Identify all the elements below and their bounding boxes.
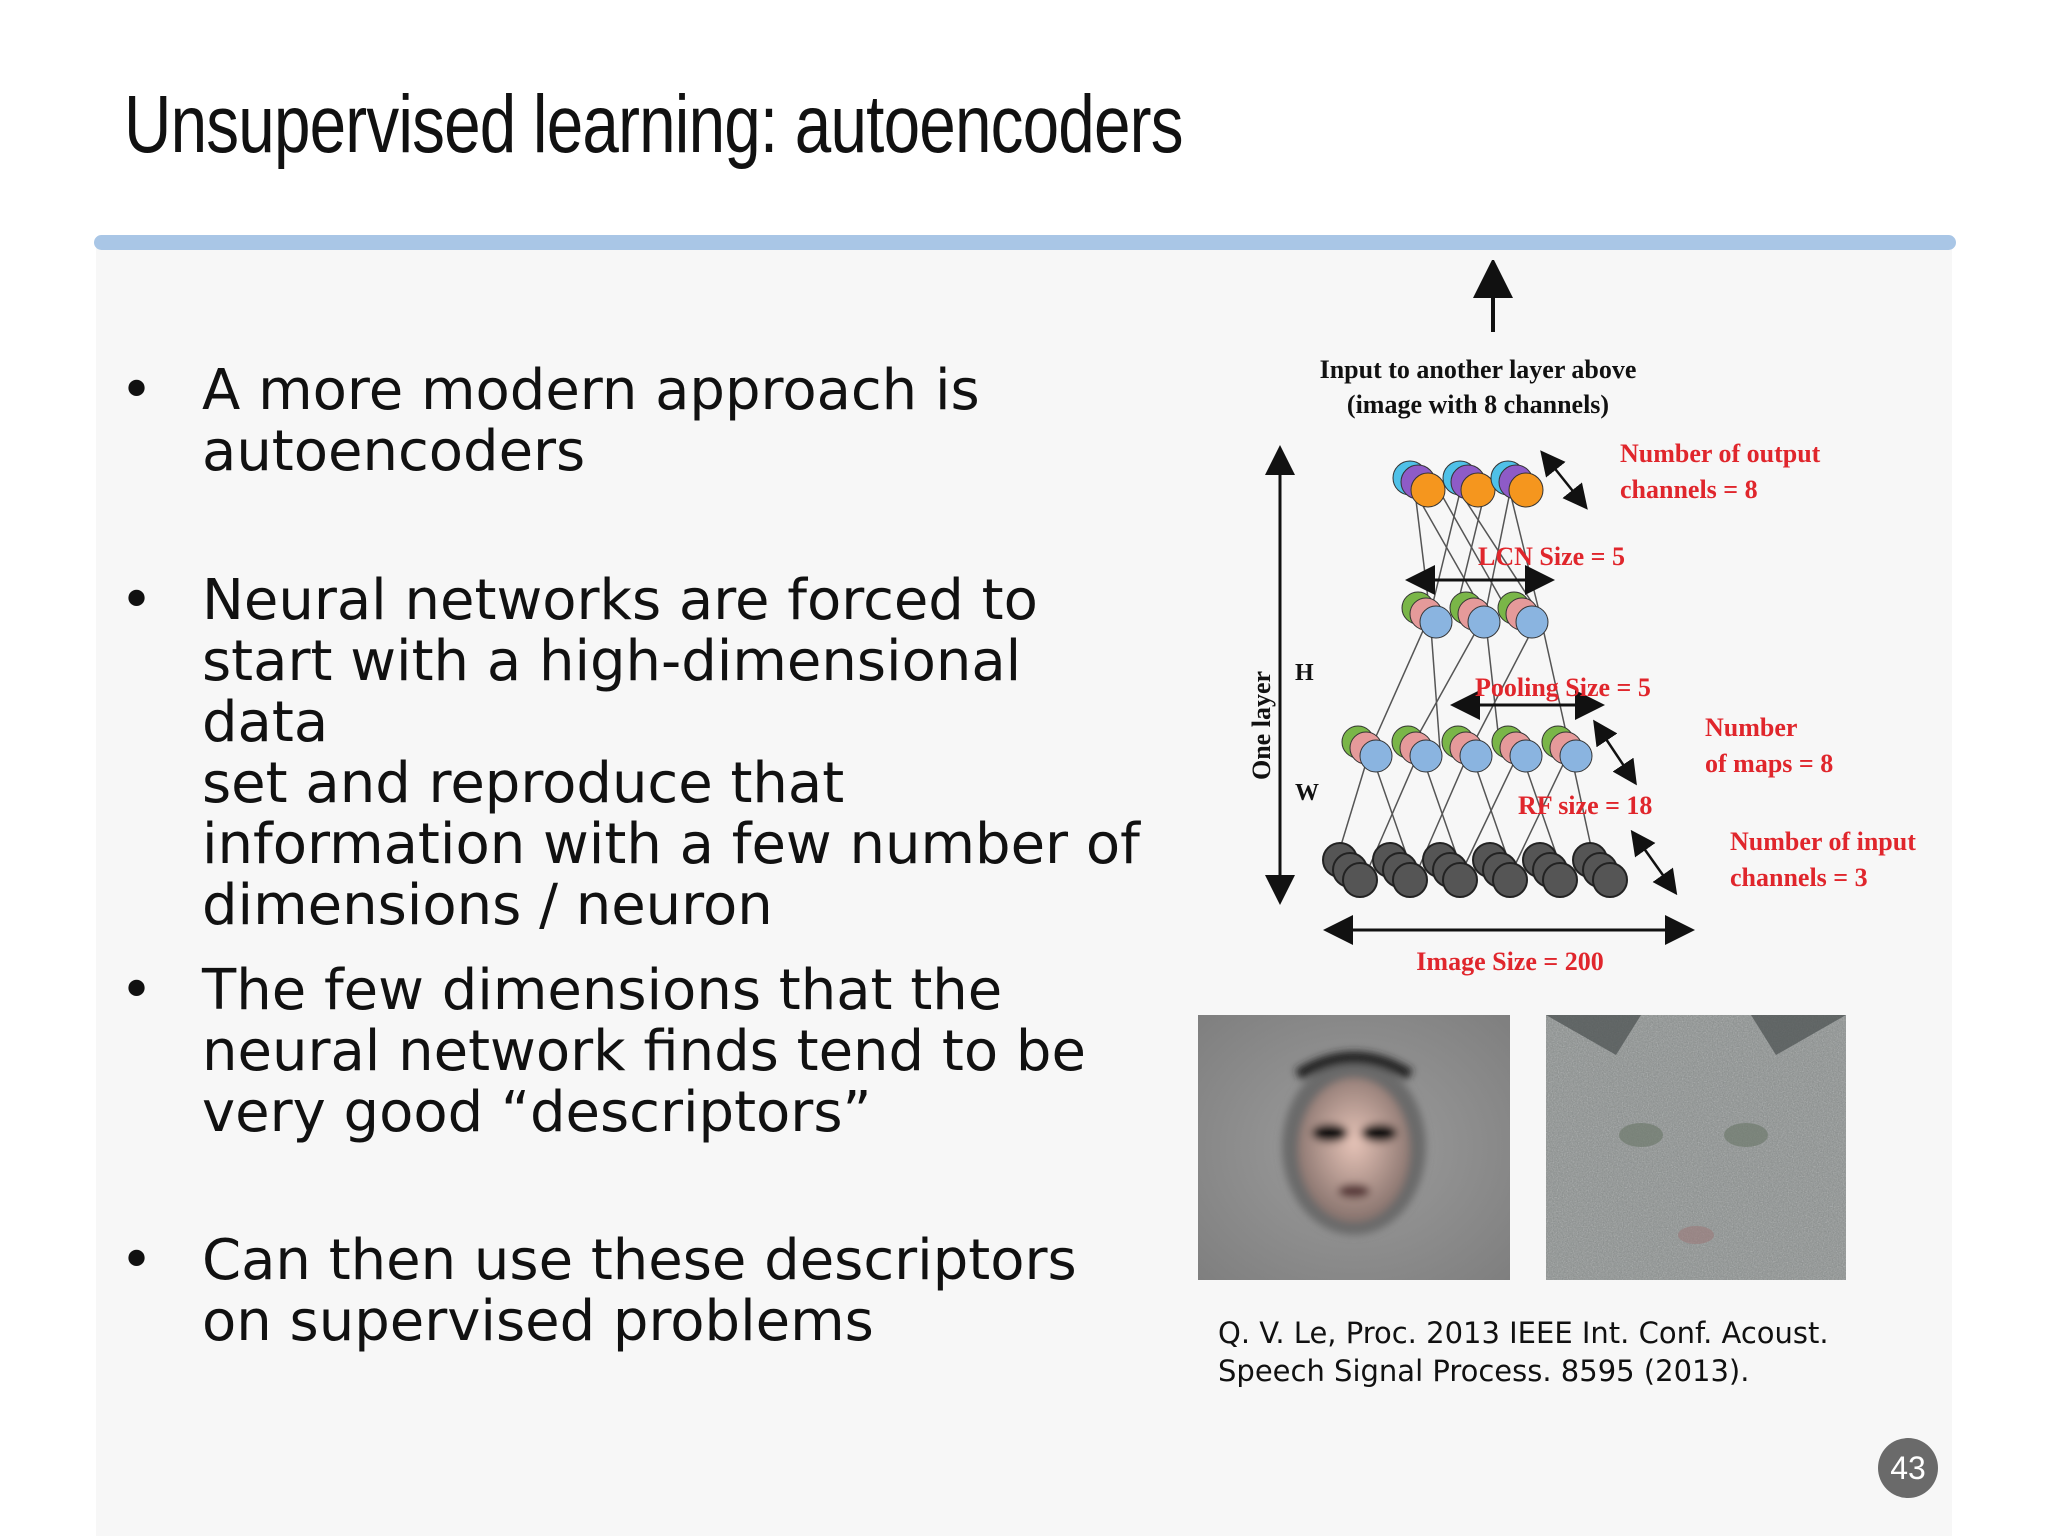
input-channel-arrow bbox=[1630, 829, 1678, 896]
output-nodes bbox=[1392, 460, 1544, 508]
bullet-line: autoencoders bbox=[202, 419, 586, 484]
input-nodes bbox=[1322, 842, 1628, 898]
bullet-line: The few dimensions that the bbox=[202, 958, 1003, 1023]
bullet-item: • The few dimensions that the neural net… bbox=[120, 960, 1086, 1143]
bullet-line: start with a high-dimensional data bbox=[202, 629, 1022, 755]
bullet-marker: • bbox=[120, 958, 154, 1023]
h-label: H bbox=[1295, 660, 1314, 686]
w-label: W bbox=[1295, 780, 1319, 806]
input-channels-label-1: Number of input bbox=[1730, 827, 1916, 856]
top-label-1: Input to another layer above bbox=[1320, 355, 1637, 384]
network-diagram: Input to another layer above (image with… bbox=[1240, 258, 1980, 990]
rf-size-label: RF size = 18 bbox=[1518, 791, 1652, 820]
bullet-line: dimensions / neuron bbox=[202, 873, 773, 938]
lcn-size-label: LCN Size = 5 bbox=[1478, 542, 1625, 571]
bullet-marker: • bbox=[120, 358, 154, 423]
bullet-line: Neural networks are forced to bbox=[202, 568, 1038, 633]
map-nodes bbox=[1341, 725, 1593, 773]
bullet-line: Can then use these descriptors bbox=[202, 1228, 1077, 1293]
bullet-marker: • bbox=[120, 1228, 154, 1293]
input-channels-label-2: channels = 3 bbox=[1730, 863, 1868, 892]
cat-feature-image bbox=[1546, 1015, 1846, 1280]
maps-label-2: of maps = 8 bbox=[1705, 749, 1833, 778]
image-size-label: Image Size = 200 bbox=[1416, 947, 1603, 976]
bullet-line: very good “descriptors” bbox=[202, 1080, 872, 1145]
title-divider bbox=[94, 235, 1956, 250]
slide-title: Unsupervised learning: autoencoders bbox=[124, 79, 1184, 170]
maps-label-1: Number bbox=[1705, 713, 1797, 742]
citation-line-2: Speech Signal Process. 8595 (2013). bbox=[1218, 1354, 1750, 1388]
output-channels-label-2: channels = 8 bbox=[1620, 475, 1758, 504]
lcn-nodes bbox=[1401, 591, 1549, 639]
bullet-line: A more modern approach is bbox=[202, 358, 980, 423]
pooling-size-label: Pooling Size = 5 bbox=[1475, 673, 1651, 702]
bullet-item: • Neural networks are forced to start wi… bbox=[120, 570, 1160, 936]
bullet-line: on supervised problems bbox=[202, 1289, 874, 1354]
bullet-line: neural network finds tend to be bbox=[202, 1019, 1086, 1084]
maps-arrow bbox=[1593, 719, 1637, 786]
page-number-badge: 43 bbox=[1878, 1438, 1938, 1498]
top-label-2: (image with 8 channels) bbox=[1347, 390, 1609, 419]
citation: Q. V. Le, Proc. 2013 IEEE Int. Conf. Aco… bbox=[1218, 1314, 1829, 1390]
one-layer-label: One layer bbox=[1247, 671, 1276, 780]
bullet-line: information with a few number of bbox=[202, 812, 1140, 877]
output-channels-label-1: Number of output bbox=[1620, 439, 1821, 468]
citation-line-1: Q. V. Le, Proc. 2013 IEEE Int. Conf. Aco… bbox=[1218, 1316, 1829, 1350]
bullet-item: • Can then use these descriptors on supe… bbox=[120, 1230, 1077, 1352]
output-channel-arrow bbox=[1540, 450, 1588, 510]
bullet-line: set and reproduce that bbox=[202, 751, 845, 816]
bullet-marker: • bbox=[120, 568, 154, 633]
face-feature-image bbox=[1198, 1015, 1510, 1280]
bullet-item: • A more modern approach is autoencoders bbox=[120, 360, 980, 482]
